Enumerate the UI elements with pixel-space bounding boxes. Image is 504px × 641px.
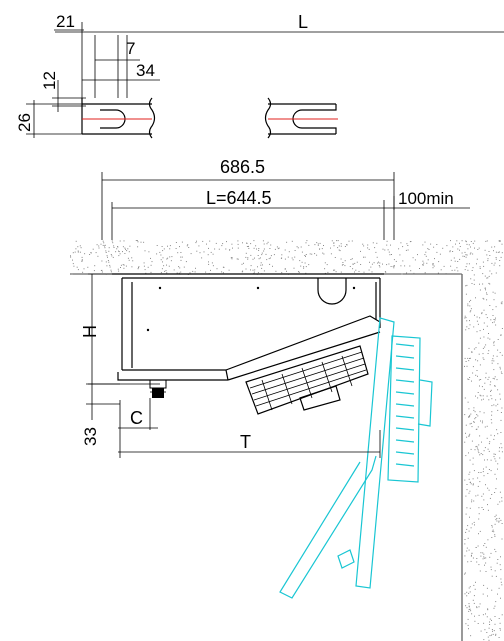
dim-686-label: 686.5 [220, 157, 265, 177]
fan-grille-icon [245, 345, 369, 415]
dim-inner-L-label: L=644.5 [206, 188, 272, 208]
dim-clearance-label: 100min [398, 189, 454, 208]
ceiling-wall [70, 240, 503, 641]
dim-C-label: C [130, 408, 143, 428]
drain-fitting-icon [149, 379, 167, 398]
dim-T-label: T [240, 432, 251, 452]
dim-21-label: 21 [56, 12, 75, 31]
slot-detail [26, 22, 504, 139]
dim-33-label: 33 [81, 427, 100, 446]
dim-34-label: 34 [136, 61, 155, 80]
dim-L-top-label: L [298, 12, 308, 32]
dim-12-label: 12 [40, 71, 59, 90]
dim-H-label: H [80, 325, 100, 338]
height-dimensions [86, 273, 381, 458]
dim-7-label: 7 [126, 39, 135, 58]
open-panel [279, 317, 433, 599]
dim-26-label: 26 [15, 113, 34, 132]
evaporator-body [112, 273, 384, 381]
